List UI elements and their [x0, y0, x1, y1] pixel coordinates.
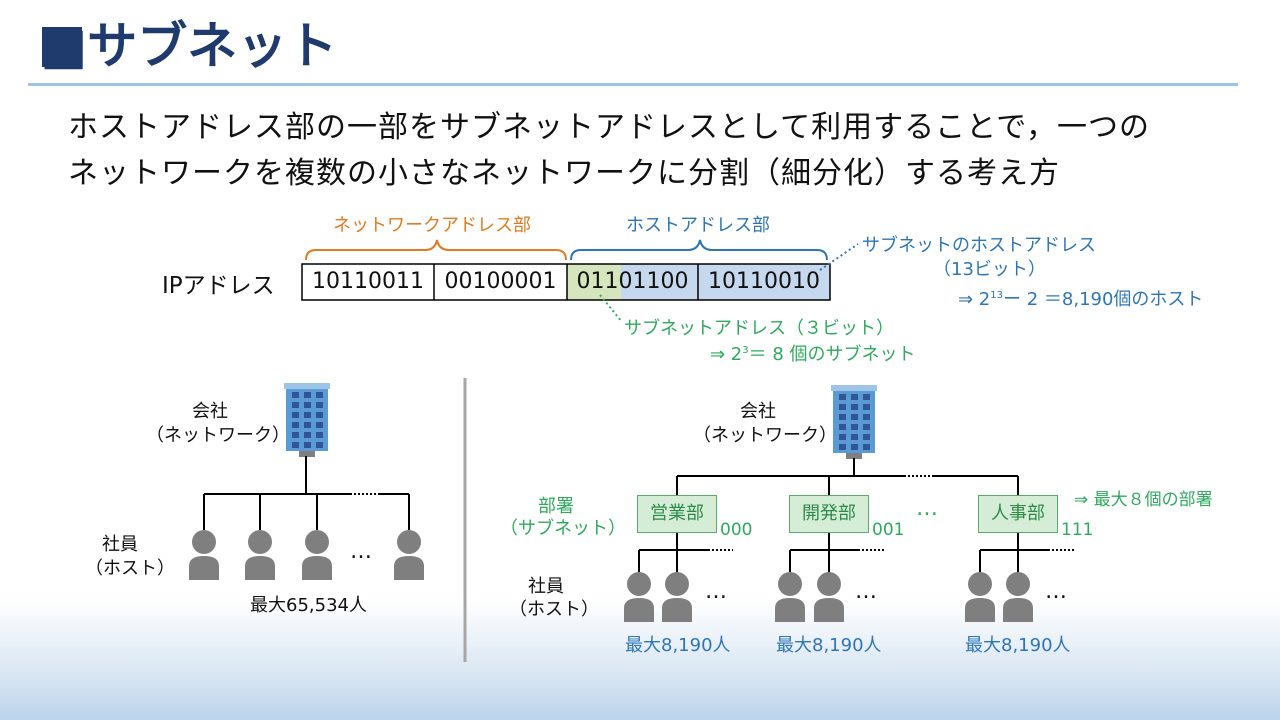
dept-code-dev: 001: [872, 520, 905, 540]
subnet-bits-highlight: [567, 264, 621, 300]
subnet-host-label: サブネットのホストアドレス: [862, 235, 1096, 256]
max-sales: 最大8,190人: [625, 635, 731, 656]
host-part-brace: [570, 239, 828, 261]
dept-box-sales: 営業部: [637, 495, 717, 533]
person-icon: [189, 530, 219, 580]
dept-label: 部署: [538, 496, 574, 517]
network-part-label: ネットワークアドレス部: [333, 215, 531, 236]
ellipsis-dev: …: [855, 579, 877, 604]
host-part-label: ホストアドレス部: [626, 215, 770, 236]
subnet-addr-leader: [599, 294, 623, 323]
person-icon: [1003, 572, 1033, 622]
host-bits-highlight: [621, 264, 830, 300]
person-icon: [302, 530, 332, 580]
dept-ellipsis: …: [916, 496, 938, 521]
building-windows-right: [839, 394, 870, 450]
left-company-sublabel: （ネットワーク）: [146, 425, 290, 446]
subnet-addr-label: サブネットアドレス（３ビット）: [624, 318, 894, 339]
octet-4: 10110010: [708, 269, 820, 294]
person-icon: [245, 530, 275, 580]
left-employee-label: 社員: [102, 534, 138, 555]
ip-address-label: IPアドレス: [162, 273, 275, 299]
dept-box-hr: 人事部: [978, 495, 1058, 533]
ellipsis-sales: …: [705, 579, 727, 604]
subnet-host-bits: （13ビット）: [933, 259, 1046, 280]
ip-address-box: [301, 263, 831, 301]
subnet-host-formula: ⇒ 213ー 2 ＝8,190個のホスト: [958, 289, 1204, 310]
right-employee-label: 社員: [528, 576, 564, 597]
person-icon: [394, 530, 424, 580]
subnet-addr-formula: ⇒ 23＝ 8 個のサブネット: [710, 344, 916, 365]
max-dev: 最大8,190人: [776, 635, 882, 656]
page-title: ■サブネット: [40, 17, 338, 75]
right-company-sublabel: （ネットワーク）: [693, 425, 837, 446]
dept-sublabel: （サブネット）: [500, 518, 626, 539]
person-icon: [775, 572, 805, 622]
building-windows-left: [292, 392, 323, 448]
description-line-1: ホストアドレス部の一部をサブネットアドレスとして利用することで，一つの: [68, 110, 1150, 145]
octet-3: 01101100: [576, 269, 689, 294]
right-employee-sublabel: （ホスト）: [509, 599, 599, 620]
person-icon: [965, 572, 995, 622]
network-part-brace: [305, 239, 567, 261]
person-icon: [624, 572, 654, 622]
dept-code-hr: 111: [1061, 520, 1094, 540]
max-hr: 最大8,190人: [965, 635, 1071, 656]
left-company-label: 会社: [192, 401, 228, 422]
right-company-label: 会社: [740, 401, 776, 422]
person-icon: [814, 572, 844, 622]
title-bullet: [42, 27, 82, 67]
left-ellipsis: …: [350, 539, 372, 564]
max-dept-label: ⇒ 最大８個の部署: [1074, 490, 1213, 510]
person-icon: [662, 572, 692, 622]
left-max-label: 最大65,534人: [250, 595, 367, 616]
left-employee-sublabel: （ホスト）: [85, 558, 175, 579]
dept-code-sales: 000: [720, 520, 753, 540]
description-line-2: ネットワークを複数の小さなネットワークに分割（細分化）する考え方: [68, 156, 1060, 191]
octet-1: 10110011: [312, 269, 424, 294]
dept-box-dev: 開発部: [789, 495, 869, 533]
title-divider: [28, 83, 1238, 86]
ellipsis-hr: …: [1045, 579, 1067, 604]
octet-2: 00100001: [444, 269, 557, 294]
